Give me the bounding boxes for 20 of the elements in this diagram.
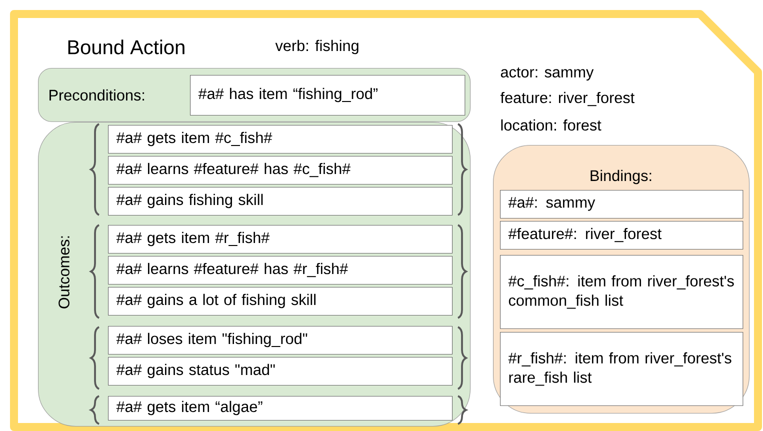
attribute-text: feature: river_forest	[500, 92, 634, 106]
statement-box: #a# gets item #r_fish#	[108, 225, 453, 254]
attribute-text: actor: sammy	[500, 67, 594, 81]
statement-box: #a# gains status "mad"	[108, 356, 453, 386]
statement-box: #a#: sammy	[500, 190, 744, 219]
node-label: Outcomes:	[58, 236, 70, 308]
statement-box: #r_fish#: item from river_forest's rare_fish list	[500, 332, 744, 406]
statement-box: #a# gains fishing skill	[108, 187, 453, 216]
statement-box: #a# loses item "fishing_rod"	[108, 326, 453, 355]
statement-box: #a# gets item #c_fish#	[108, 125, 453, 154]
statement-box: #c_fish#: item from river_forest's common_fish list	[500, 255, 744, 329]
statement-box: #a# learns #feature# has #r_fish#	[108, 256, 453, 285]
statement-box: #feature#: river_forest	[500, 221, 744, 250]
attribute-text: verb: fishing	[275, 40, 358, 54]
attribute-text: location: forest	[501, 119, 602, 131]
statement-box: #a# gains a lot of fishing skill	[108, 287, 453, 316]
statement-box: #a# gets item “algae”	[108, 396, 453, 421]
statement-box: #a# learns #feature# has #c_fish#	[108, 156, 453, 185]
title: Bound Action	[68, 40, 184, 54]
statement-box: #a# has item “fishing_rod”	[190, 75, 466, 116]
